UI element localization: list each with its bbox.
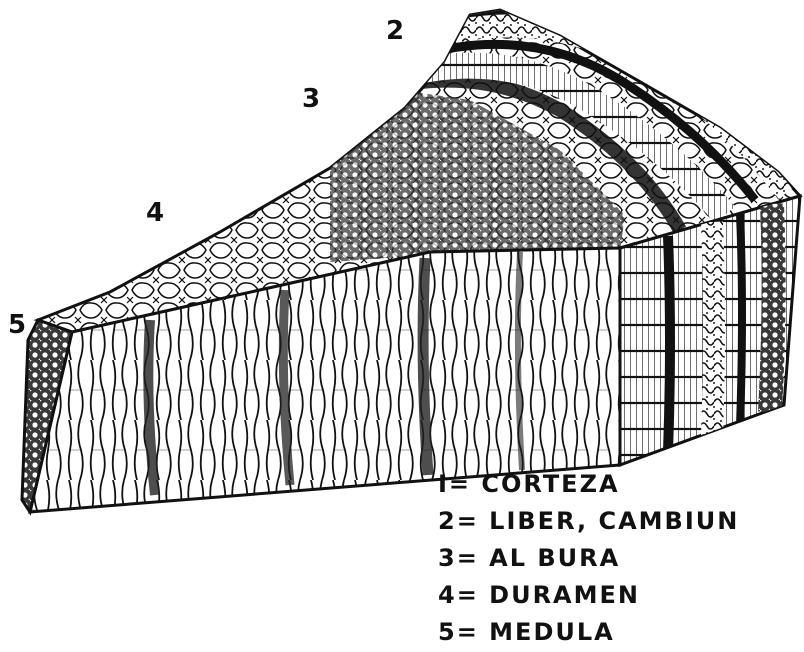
legend-item-liber-cambiun: 2= LIBER, CAMBIUN [438,503,788,540]
callout-5: 5 [8,312,26,338]
callout-4: 4 [146,200,164,226]
legend-item-albura: 3= AL BURA [438,540,788,577]
legend-item-corteza: I= CORTEZA [438,466,788,503]
legend-item-medula: 5= MEDULA [438,614,788,651]
callout-3: 3 [302,86,320,112]
legend-item-duramen: 4= DURAMEN [438,577,788,614]
legend: I= CORTEZA 2= LIBER, CAMBIUN 3= AL BURA … [438,466,788,651]
callout-2: 2 [386,18,404,44]
